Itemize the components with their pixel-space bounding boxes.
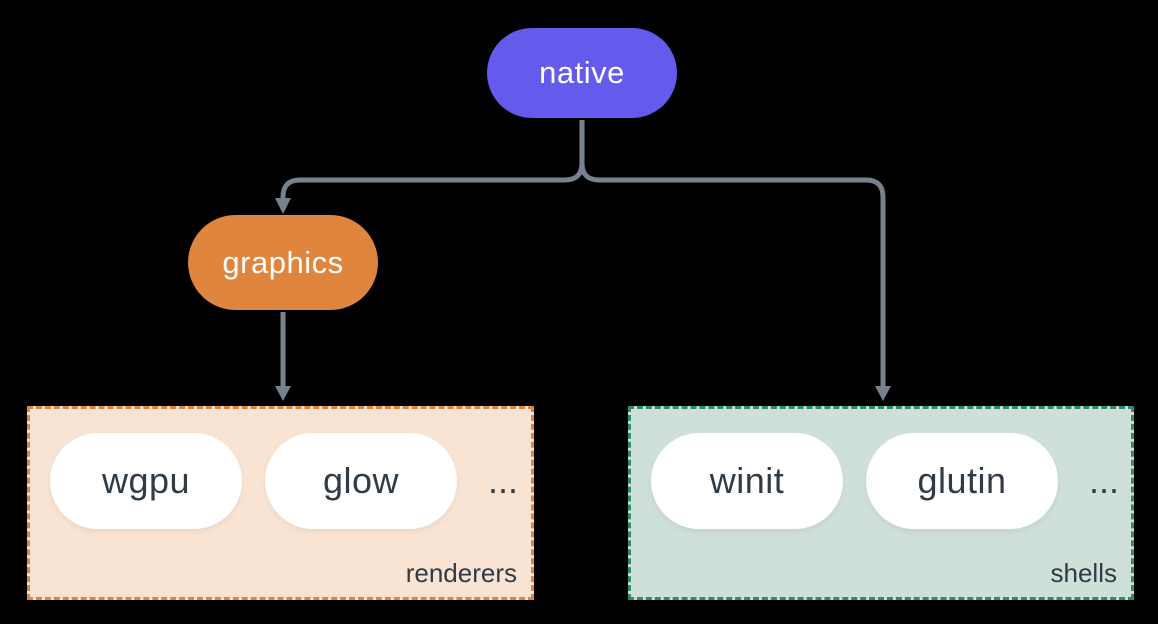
connector-native-to-graphics bbox=[280, 120, 585, 199]
node-native: native bbox=[487, 28, 677, 118]
pill-glutin: glutin bbox=[866, 433, 1058, 529]
pill-glow: glow bbox=[265, 433, 457, 529]
shells-pill-row: winit glutin ... bbox=[651, 433, 1119, 529]
arrowhead-renderers bbox=[275, 386, 291, 401]
group-renderers: wgpu glow ... renderers bbox=[27, 406, 534, 600]
pill-glutin-label: glutin bbox=[917, 460, 1007, 501]
pill-glow-label: glow bbox=[322, 460, 400, 501]
group-shells: winit glutin ... shells bbox=[628, 406, 1134, 600]
renderers-pill-row: wgpu glow ... bbox=[50, 433, 518, 529]
connector-native-to-shells bbox=[579, 120, 886, 387]
shells-label: shells bbox=[1050, 558, 1117, 588]
node-graphics-label: graphics bbox=[222, 244, 344, 280]
shells-ellipsis: ... bbox=[1089, 460, 1120, 501]
renderers-ellipsis: ... bbox=[488, 460, 519, 501]
arrowhead-graphics bbox=[275, 198, 291, 214]
renderers-label: renderers bbox=[405, 558, 517, 588]
node-graphics: graphics bbox=[188, 215, 378, 310]
arrowhead-shells bbox=[875, 386, 891, 401]
pill-winit: winit bbox=[651, 433, 843, 529]
pill-wgpu-label: wgpu bbox=[101, 460, 191, 501]
pill-winit-label: winit bbox=[709, 460, 785, 501]
node-native-label: native bbox=[539, 55, 625, 90]
pill-wgpu: wgpu bbox=[50, 433, 242, 529]
